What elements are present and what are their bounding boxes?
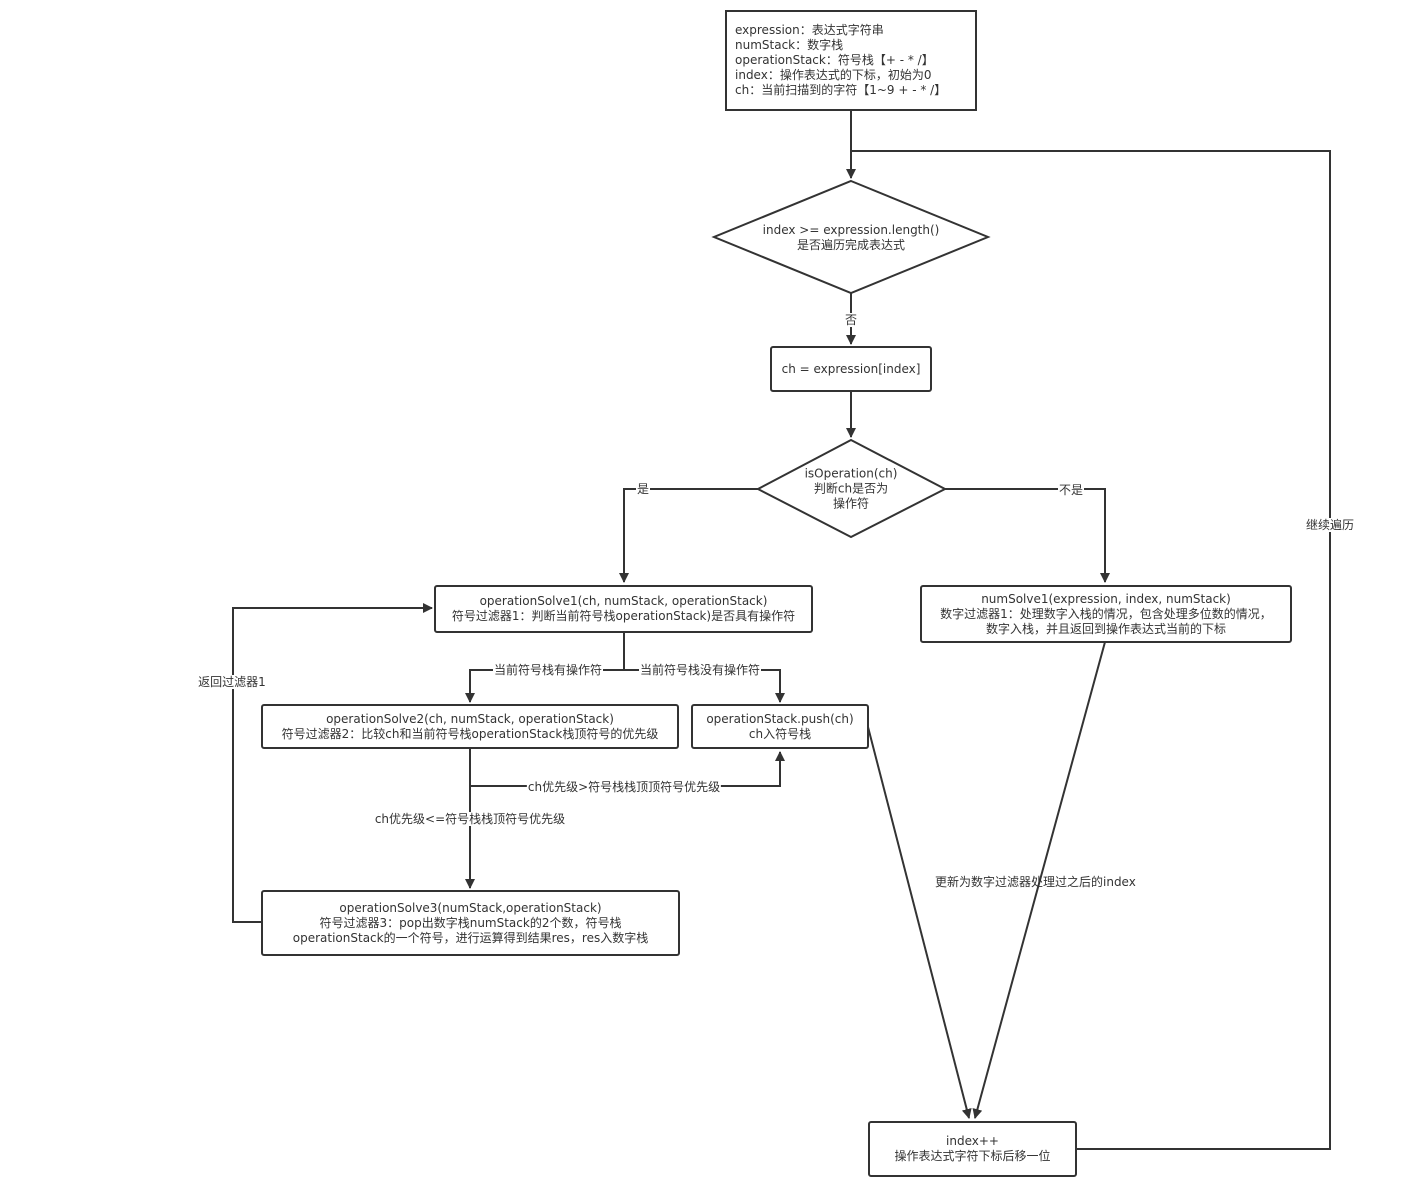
is-operation-line: isOperation(ch) — [804, 466, 898, 481]
read-char-line: ch = expression[index] — [781, 361, 921, 376]
is-operation-diamond — [755, 438, 948, 539]
definitions-line: numStack：数字栈 — [735, 38, 844, 52]
read-char-box: ch = expression[index] — [770, 346, 932, 392]
edge-is-operation-to-operation-solve1 — [619, 488, 758, 583]
edge-label-yes: 是 — [635, 482, 651, 496]
push-op-line: operationStack.push(ch) — [706, 711, 854, 726]
index-inc-line: index++ — [946, 1134, 999, 1148]
edge-label-no: 否 — [843, 313, 859, 327]
operation-solve1-box: operationSolve1(ch, numStack, operationS… — [434, 585, 813, 633]
definitions-line: index：操作表达式的下标，初始为0 — [735, 68, 932, 82]
num-solve1-line: 数字入栈，并且返回到操作表达式当前的下标 — [985, 621, 1226, 636]
edge-label-priority-greater: ch优先级>符号栈栈顶顶符号优先级 — [526, 780, 722, 794]
edge-num-solve1-to-index-inc — [972, 641, 1106, 1119]
edge-index-inc-loop-back — [851, 150, 1331, 1150]
index-inc-box: index++ 操作表达式字符下标后移一位 — [868, 1121, 1077, 1177]
operation-solve3-line: operationStack的一个符号，进行运算得到结果res，res入数字栈 — [292, 930, 649, 945]
edge-label-no-operator: 当前符号栈没有操作符 — [638, 663, 762, 677]
loop-check-diamond — [711, 179, 991, 295]
is-operation-text: isOperation(ch) 判断ch是否为 操作符 — [805, 467, 898, 512]
edge-operation-solve3-to-operation-solve1 — [232, 603, 433, 923]
edge-label-update-index: 更新为数字过滤器处理过之后的index — [935, 875, 1136, 889]
operation-solve3-line: 符号过滤器3：pop出数字栈numStack的2个数，符号栈 — [319, 915, 622, 930]
num-solve1-line: 数字过滤器1：处理数字入栈的情况，包含处理多位数的情况， — [940, 606, 1272, 621]
edge-label-not-yes: 不是 — [1057, 483, 1085, 497]
loop-check-text: index >= expression.length() 是否遍历完成表达式 — [763, 223, 940, 253]
definitions-line: ch：当前扫描到的字符【1~9 + - * /】 — [735, 83, 947, 97]
operation-solve2-box: operationSolve2(ch, numStack, operationS… — [261, 704, 679, 749]
push-op-line: ch入符号栈 — [748, 726, 812, 741]
edge-label-priority-less-equal: ch优先级<=符号栈栈顶符号优先级 — [373, 812, 567, 826]
is-operation-line: 判断ch是否为 — [813, 481, 889, 496]
operation-solve2-line: 符号过滤器2：比较ch和当前符号栈operationStack栈顶符号的优先级 — [281, 726, 659, 741]
operation-solve1-line: operationSolve1(ch, numStack, operationS… — [479, 594, 768, 608]
num-solve1-box: numSolve1(expression, index, numStack) 数… — [920, 585, 1292, 643]
definitions-line: expression：表达式字符串 — [735, 23, 884, 37]
loop-check-line: index >= expression.length() — [762, 223, 940, 237]
edge-label-return-filter1: 返回过滤器1 — [197, 675, 267, 689]
is-operation-line: 操作符 — [832, 496, 869, 511]
definitions-line: operationStack：符号栈【+ - * /】 — [735, 53, 934, 67]
loop-check-line: 是否遍历完成表达式 — [796, 238, 906, 252]
operation-solve1-line: 符号过滤器1：判断当前符号栈operationStack)是否具有操作符 — [451, 609, 796, 623]
operation-solve3-box: operationSolve3(numStack,operationStack)… — [261, 890, 680, 956]
index-inc-line: 操作表达式字符下标后移一位 — [894, 1149, 1051, 1163]
operation-solve3-line: operationSolve3(numStack,operationStack) — [339, 900, 602, 915]
edge-is-operation-to-num-solve1 — [945, 488, 1110, 583]
push-op-box: operationStack.push(ch) ch入符号栈 — [691, 704, 869, 749]
operation-solve2-line: operationSolve2(ch, numStack, operationS… — [326, 711, 614, 726]
definitions-box: expression：表达式字符串 numStack：数字栈 operation… — [725, 10, 977, 111]
num-solve1-line: numSolve1(expression, index, numStack) — [981, 591, 1231, 606]
edge-label-has-operator: 当前符号栈有操作符 — [492, 663, 604, 677]
edge-push-op-to-index-inc — [867, 726, 972, 1119]
edge-label-continue-loop: 继续遍历 — [1304, 518, 1356, 532]
